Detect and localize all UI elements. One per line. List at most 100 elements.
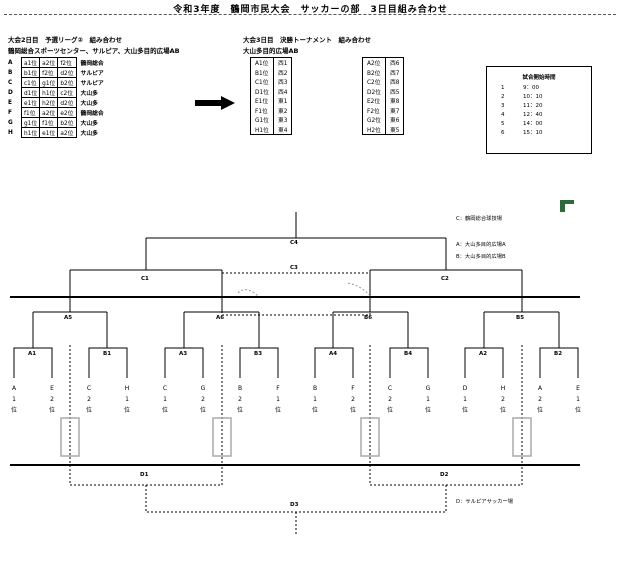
match-a1-label: A1 [28, 351, 37, 357]
group-cell-key: F [8, 109, 12, 116]
schedule-match-number: 6 [501, 130, 505, 136]
seed-label-char: 2 [388, 396, 392, 403]
seed-label-char: 1 [313, 396, 317, 403]
match-d2-label: D2 [440, 472, 449, 478]
schedule-match-number: 1 [501, 85, 505, 91]
right-arrow-icon [195, 96, 235, 110]
seed-row: B1位西2 [251, 67, 292, 77]
day3-venues: 大山多目的広場AB [243, 47, 299, 55]
seed-cell-a: B2位 [367, 70, 381, 77]
seed-label-char: 1 [276, 396, 280, 403]
match-a6-label: A6 [216, 315, 225, 321]
seed-row: D2位西5 [363, 86, 404, 96]
seed-label-char: 2 [87, 396, 91, 403]
seed-label-char: 2 [538, 396, 542, 403]
group-cell-key: C [8, 79, 13, 86]
seed-label-char: 位 [499, 407, 506, 414]
match-c3-label: C3 [290, 265, 298, 271]
group-cell-venue: 大山多 [80, 121, 98, 127]
match-a3-label: A3 [179, 351, 188, 357]
seed-label-char: 1 [12, 396, 16, 403]
seed-row: F2位東7 [363, 105, 404, 115]
seed-label-char: H [500, 385, 506, 392]
day2-header: 大会2日目 予選リーグ② 組み合わせ [8, 36, 123, 44]
seed-label-char: A [11, 385, 17, 392]
seed-label-char: C [387, 385, 393, 392]
seed-label-char: E [576, 385, 580, 392]
seed-label-char: 位 [274, 407, 281, 414]
seed-label-char: 2 [501, 396, 505, 403]
seed-label-char: H [124, 385, 130, 392]
seed-row: G1位東3 [251, 115, 292, 125]
seed-label-char: 位 [85, 407, 92, 414]
seed-cell-b: 西5 [384, 86, 404, 96]
seed-cell-a: H1位 [255, 127, 269, 134]
seed-label-char: 1 [576, 396, 580, 403]
day2-venues: 鶴岡総合スポーツセンター、サルピア、大山多目的広場AB [8, 47, 180, 55]
seed-label-char: 位 [161, 407, 168, 414]
seed-label-char: G [200, 385, 206, 392]
legend-c: C：鶴岡総合球技場 [456, 216, 503, 222]
group-cell-key: D [8, 89, 13, 96]
schedule-row: 5 14：00 [487, 120, 591, 129]
schedule-time: 15：10 [523, 130, 543, 136]
group-cell-key: G [8, 119, 13, 126]
seed-cell-a: C1位 [255, 80, 269, 87]
seed-label-char: B [312, 385, 318, 392]
seed-cell-a: H2位 [367, 127, 381, 134]
seed-label-char: 位 [236, 407, 243, 414]
group-cell-venue: 大山多 [80, 131, 98, 137]
seed-row: A1位西1 [251, 57, 292, 68]
schedule-row: 6 15：10 [487, 129, 591, 138]
seed-label-char: G [425, 385, 431, 392]
group-cell-key: H [8, 129, 13, 136]
seed-cell-b: 西3 [272, 77, 292, 87]
seed-cell-b: 東5 [384, 124, 404, 135]
schedule-match-number: 5 [501, 121, 505, 127]
seed-cell-b: 東7 [384, 105, 404, 115]
seed-cell-a: A1位 [255, 61, 269, 68]
match-a2-label: A2 [479, 351, 488, 357]
match-d1-label: D1 [140, 472, 149, 478]
group-cell-venue: サルピア [80, 81, 104, 87]
legend-d: D：サルピアサッカー場 [456, 499, 514, 505]
legend-bb: B：大山多目的広場B [456, 254, 506, 260]
seed-label-char: 位 [311, 407, 318, 414]
seed-row: B2位西7 [363, 67, 404, 77]
match-b1-label: B1 [103, 351, 112, 357]
seed-cell-b: 西6 [384, 57, 404, 68]
match-a4-label: A4 [329, 351, 338, 357]
seed-cell-b: 西4 [272, 86, 292, 96]
seed-label-char: 位 [574, 407, 581, 414]
group-cell-venue: 大山多 [80, 91, 98, 97]
schedule-time: 11：20 [523, 103, 543, 109]
seed-cell-b: 西7 [384, 67, 404, 77]
seed-label-char: 2 [351, 396, 355, 403]
seed-cell-a: G2位 [367, 118, 381, 125]
seed-cell-b: 西2 [272, 67, 292, 77]
seed-label-char: 位 [48, 407, 55, 414]
seed-label-char: 2 [238, 396, 242, 403]
seed-cell-a: F2位 [367, 108, 380, 115]
seed-cell-b: 東1 [272, 96, 292, 106]
group-cell-key: B [8, 69, 13, 76]
seed-label-char: D [462, 385, 468, 392]
seed-row: C2位西8 [363, 77, 404, 87]
seed-cell-a: D1位 [255, 89, 269, 96]
seed-label-char: A [537, 385, 543, 392]
seed-label-char: 位 [386, 407, 393, 414]
seed-label-char: C [86, 385, 92, 392]
group-cell-venue: サルピア [80, 71, 104, 77]
schedule-time: 14：00 [523, 121, 543, 127]
group-cell-key: A [8, 59, 13, 66]
seed-row: C1位西3 [251, 77, 292, 87]
seed-label-char: 位 [199, 407, 206, 414]
